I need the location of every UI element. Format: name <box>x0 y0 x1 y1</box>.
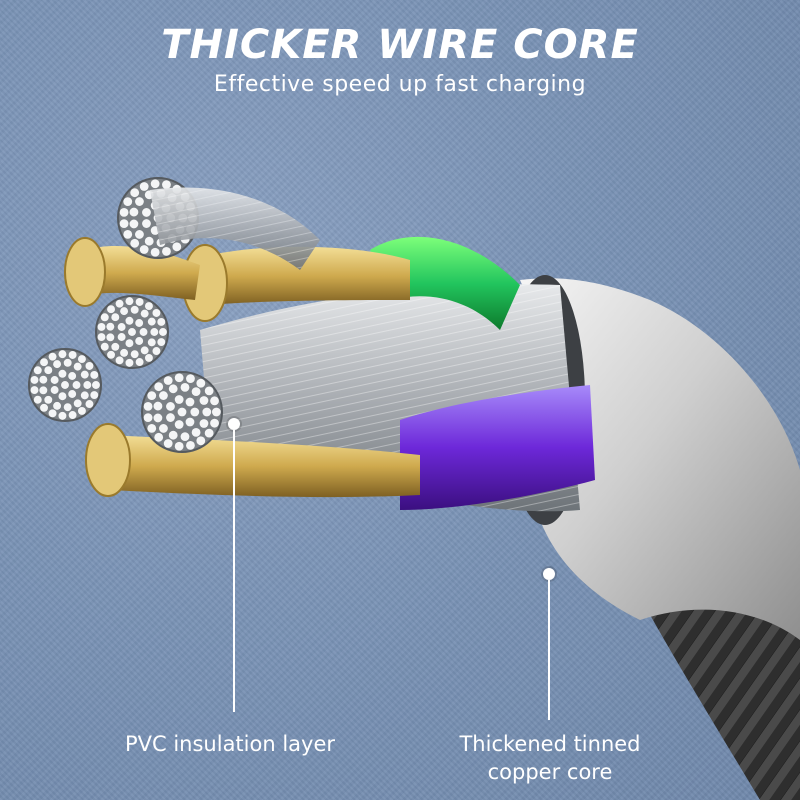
strand-end-middle <box>95 295 169 369</box>
strand-end-left <box>28 348 102 422</box>
pvc-callout-label: PVC insulation layer <box>124 732 336 756</box>
outer-jacket <box>520 278 800 640</box>
copper-callout-line2: copper core <box>487 760 613 784</box>
pvc-callout-line <box>233 430 235 712</box>
copper-callout-line <box>548 580 550 720</box>
strand-end-lower <box>141 371 223 453</box>
purple-insulation <box>400 385 595 510</box>
copper-callout-dot <box>543 568 555 580</box>
headline: THICKER WIRE CORE <box>161 22 639 68</box>
pvc-callout-dot <box>228 418 240 430</box>
copper-callout-label: Thickened tinned copper core <box>440 730 660 786</box>
subheadline: Effective speed up fast charging <box>213 72 587 97</box>
copper-callout-line1: Thickened tinned <box>459 732 641 756</box>
silver-strand-tails <box>150 187 320 270</box>
